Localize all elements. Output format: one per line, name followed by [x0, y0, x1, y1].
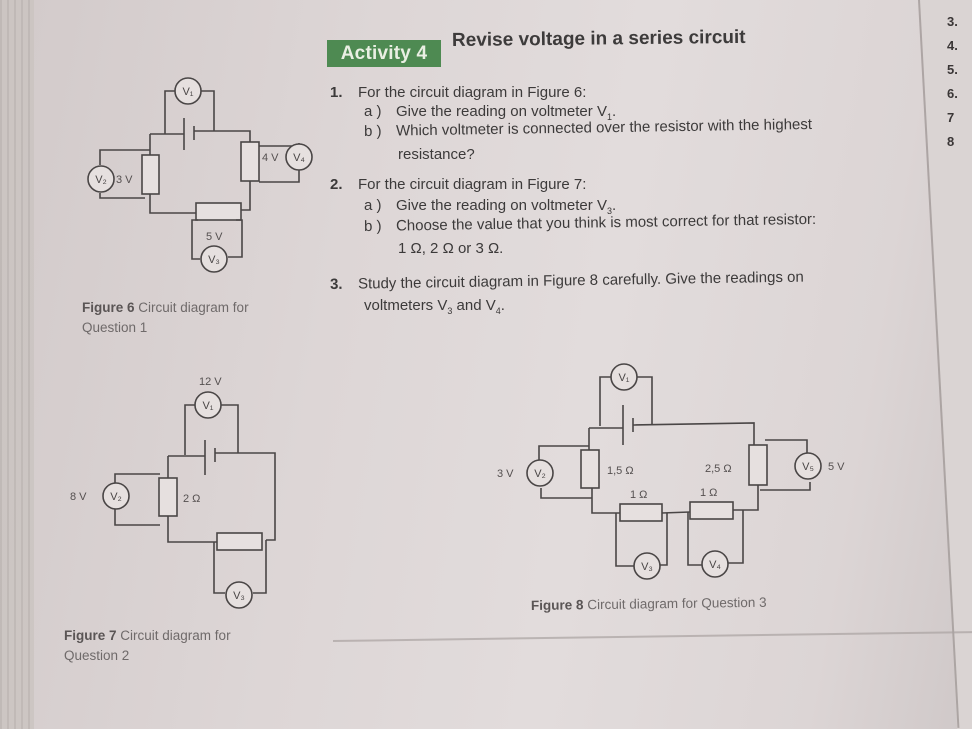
voltmeter-v2-icon: [87, 165, 115, 193]
question-3-continuation: voltmeters V3 and V4.: [364, 297, 505, 316]
svg-text:V₃: V₃: [641, 561, 653, 573]
resistor-value: 2 Ω: [183, 493, 200, 505]
caption-label: Figure 8: [530, 597, 584, 613]
voltmeter-v4-icon: [701, 550, 729, 578]
svg-text:V₁: V₁: [618, 372, 629, 384]
question-text: For the circuit diagram in Figure 6:: [358, 84, 587, 101]
caption-text: Question 2: [64, 648, 130, 663]
resistor-value: 1,5 Ω: [607, 465, 634, 477]
caption-text: Circuit diagram for Question 3: [587, 594, 767, 613]
part-text: Give the reading on voltmeter V: [396, 197, 607, 214]
caption-text: Circuit diagram for: [138, 300, 249, 315]
v2-reading: 3 V: [497, 468, 514, 480]
suffix: .: [611, 103, 617, 120]
svg-text:V₄: V₄: [709, 559, 721, 571]
svg-text:V₃: V₃: [208, 254, 220, 266]
question-number: 2.: [330, 176, 343, 193]
voltmeter-v3-icon: [200, 245, 228, 273]
v2-reading: 8 V: [70, 491, 87, 503]
caption-label: Figure 6: [82, 300, 135, 315]
adjacent-page-numbers: 3. 4. 5. 6. 7 8: [947, 14, 958, 158]
subscript: 1: [606, 112, 612, 122]
resistor-icon: [195, 202, 242, 221]
voltmeter-label: V₁: [182, 86, 193, 98]
v1-reading: 12 V: [199, 376, 222, 388]
part-label: a ): [364, 197, 382, 214]
voltmeter-v4-icon: [285, 143, 313, 171]
adjacent-number: 4.: [947, 38, 958, 53]
part-text: Give the reading on voltmeter V: [396, 103, 607, 120]
resistor-value: 1 Ω: [700, 487, 717, 499]
resistor-icon: [689, 501, 734, 520]
v4-reading: 4 V: [262, 152, 279, 164]
adjacent-number: 5.: [947, 62, 958, 77]
subscript: 3: [606, 206, 612, 216]
caption-text: Question 1: [82, 320, 148, 335]
text: and V: [452, 297, 496, 314]
question-1a: a ) Give the reading on voltmeter V1.: [364, 103, 616, 122]
question-1: 1. For the circuit diagram in Figure 6:: [330, 84, 586, 101]
svg-text:V₁: V₁: [202, 400, 213, 412]
adjacent-number: 3.: [947, 14, 958, 29]
voltmeter-v3-icon: [633, 552, 661, 580]
svg-text:V₅: V₅: [802, 461, 814, 473]
text: voltmeters V: [364, 297, 448, 314]
suffix: .: [611, 197, 617, 214]
resistor-icon: [619, 503, 663, 522]
suffix: .: [500, 297, 505, 314]
svg-text:V₂: V₂: [534, 468, 546, 480]
resistor-icon: [580, 449, 600, 489]
v5-reading: 5 V: [828, 461, 845, 473]
svg-text:V₂: V₂: [95, 174, 107, 186]
question-1b-continuation: resistance?: [398, 146, 475, 163]
activity-badge: Activity 4: [327, 40, 441, 67]
page-stack-edges: [0, 0, 34, 729]
voltmeter-v2-icon: [526, 459, 554, 487]
subscript: 3: [447, 306, 453, 316]
question-number: 1.: [330, 84, 343, 101]
resistor-value: 1 Ω: [630, 489, 647, 501]
question-2a: a ) Give the reading on voltmeter V3.: [364, 197, 616, 216]
adjacent-number: 6.: [947, 86, 958, 101]
voltmeter-v5-icon: [794, 452, 822, 480]
resistor-icon: [216, 532, 263, 551]
question-2b-continuation: 1 Ω, 2 Ω or 3 Ω.: [398, 240, 504, 257]
part-label: a ): [364, 103, 382, 120]
voltmeter-v3-icon: [225, 581, 253, 609]
question-text: For the circuit diagram in Figure 7:: [358, 176, 587, 193]
resistor-value: 2,5 Ω: [705, 463, 732, 475]
v3-reading: 5 V: [206, 231, 223, 243]
svg-text:V₃: V₃: [233, 590, 245, 602]
subscript: 4: [495, 306, 501, 316]
svg-text:V₂: V₂: [110, 491, 122, 503]
v2-reading: 3 V: [116, 174, 133, 186]
figure-6-caption: Figure 6 Circuit diagram for Question 1: [82, 298, 249, 338]
question-2: 2. For the circuit diagram in Figure 7:: [330, 176, 586, 193]
caption-label: Figure 7: [64, 628, 117, 643]
adjacent-number: 7: [947, 110, 955, 125]
voltmeter-v2-icon: [102, 482, 130, 510]
adjacent-number: 8: [947, 134, 955, 149]
svg-text:V₄: V₄: [293, 152, 305, 164]
caption-text: Circuit diagram for: [120, 628, 231, 643]
resistor-icon: [748, 444, 768, 486]
figure-7-caption: Figure 7 Circuit diagram for Question 2: [64, 626, 231, 666]
figure-8-caption: Figure 8 Circuit diagram for Question 3: [531, 593, 767, 616]
